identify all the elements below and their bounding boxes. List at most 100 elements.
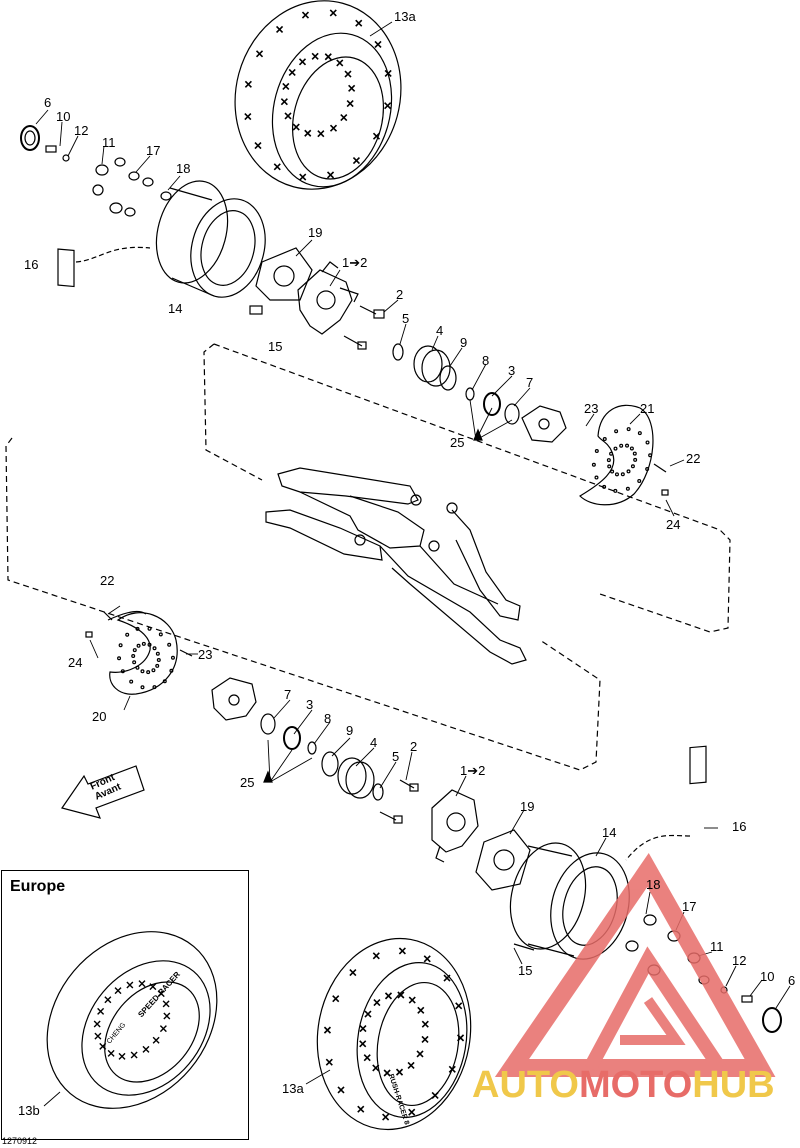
disc-hole xyxy=(591,462,596,467)
tread-lug xyxy=(407,1061,415,1070)
disc-hole xyxy=(162,679,167,684)
disc-hole xyxy=(140,685,145,690)
tread-lug xyxy=(130,1051,138,1059)
callout-lower-bolt: 15 xyxy=(518,963,533,978)
europe-tire xyxy=(46,931,218,1109)
tread-lug xyxy=(329,9,337,17)
disc-hole xyxy=(146,670,151,675)
tread-lug xyxy=(163,1012,171,1020)
callout-upper-bearing: 4 xyxy=(436,323,444,338)
tread-lug xyxy=(255,50,264,58)
disc-hole xyxy=(147,626,152,631)
callout-upper-hub-seal: 3 xyxy=(508,363,516,378)
tread-lug xyxy=(336,59,344,67)
tread-lug xyxy=(417,1006,425,1014)
tread-lug xyxy=(149,983,157,991)
disc-hole xyxy=(152,685,157,690)
disc-hole xyxy=(613,446,618,451)
watermark-part-moto: MOTO xyxy=(578,1064,693,1106)
disc-hole xyxy=(637,478,642,483)
tread-lug xyxy=(352,157,361,165)
callout-lower-rim: 14 xyxy=(602,825,617,840)
tread-lug xyxy=(384,992,393,1000)
tread-lug xyxy=(359,1040,367,1048)
upper-spacer xyxy=(255,247,313,301)
tread-lug xyxy=(443,974,451,982)
upper-hardware xyxy=(20,125,263,315)
callout-lower-hub-seal: 3 xyxy=(306,697,314,712)
disc-hole xyxy=(610,469,615,474)
callout-upper-wheel-stud: 10 xyxy=(56,109,71,124)
disc-hole xyxy=(131,654,136,659)
tread-lug xyxy=(373,998,381,1007)
tread-lug xyxy=(456,1034,465,1042)
disc-hole xyxy=(625,443,630,448)
callout-upper-nut: 11 xyxy=(102,135,116,150)
tread-lug xyxy=(299,173,307,181)
tread-lug xyxy=(152,1036,160,1044)
disc-hole xyxy=(141,641,146,646)
tread-lug xyxy=(372,952,380,960)
watermark-text: AUTOMOTOHUB xyxy=(472,1064,775,1107)
tread-lug xyxy=(421,1035,429,1044)
tread-lug xyxy=(332,995,340,1003)
disc-hole xyxy=(645,440,650,445)
disc-hole xyxy=(594,448,599,453)
tread-lug xyxy=(346,100,354,108)
disc-hole xyxy=(167,642,172,647)
disc-hole xyxy=(626,469,631,474)
callout-lower-lug-nut: 17 xyxy=(682,899,697,914)
tread-lug xyxy=(384,102,392,110)
callout-upper-rim: 14 xyxy=(168,301,183,316)
tread-lug xyxy=(97,1007,105,1015)
tread-lug xyxy=(398,947,406,955)
europe-inset: Europe xyxy=(1,870,249,1140)
disc-hole xyxy=(132,648,137,653)
tread-lug xyxy=(455,1002,463,1010)
callout-lower-washer: 12 xyxy=(732,953,747,968)
tread-lug xyxy=(162,1000,170,1008)
tread-lug xyxy=(317,130,325,138)
upper-knuckle xyxy=(297,261,359,335)
a-arm-assembly xyxy=(265,467,527,665)
callout-lower-spacer: 19 xyxy=(520,799,535,814)
tread-lug xyxy=(423,955,431,963)
disc-hole xyxy=(614,429,619,434)
tread-lug xyxy=(384,69,392,77)
lower-rim xyxy=(509,842,630,960)
tread-lug xyxy=(99,1042,107,1050)
tread-lug xyxy=(323,1026,332,1034)
callout-upper-spacer: 19 xyxy=(308,225,323,240)
disc-hole xyxy=(630,464,635,469)
disc-hole xyxy=(637,431,642,436)
upper-brake-disc xyxy=(579,404,669,506)
disc-hole xyxy=(151,668,156,673)
tread-lug xyxy=(298,58,307,66)
tread-lug xyxy=(337,1086,345,1094)
disc-hole xyxy=(155,651,160,656)
callout-lower-caliper-screw: 23 xyxy=(198,647,213,662)
callout-lower-grease: 25 xyxy=(240,775,255,790)
callout-upper-caliper-screw: 23 xyxy=(584,401,599,416)
tread-lug xyxy=(244,113,252,121)
callout-upper-cone-washer: 18 xyxy=(176,161,191,176)
disc-hole xyxy=(609,451,614,456)
tread-lug xyxy=(104,996,112,1004)
upper-rim xyxy=(155,180,266,298)
drawing-id: 1270912 xyxy=(2,1136,38,1146)
callout-upper-grease: 25 xyxy=(450,435,465,450)
disc-hole xyxy=(633,457,638,462)
callout-upper-circlip: 9 xyxy=(460,335,468,350)
tread-lug xyxy=(340,114,348,122)
tread-lug xyxy=(359,1024,367,1033)
europe-inset-title: Europe xyxy=(10,878,66,895)
tread-lug xyxy=(408,1108,416,1116)
disc-hole xyxy=(147,642,152,647)
tread-lug xyxy=(349,968,357,977)
callout-upper-brake-disc: 21 xyxy=(640,401,655,416)
tread-lug xyxy=(301,11,310,19)
callout-upper-disc-bolt: 24 xyxy=(666,517,681,532)
tread-lug xyxy=(282,82,290,90)
tread-lug xyxy=(431,1091,439,1100)
tread-lug xyxy=(383,1069,391,1077)
